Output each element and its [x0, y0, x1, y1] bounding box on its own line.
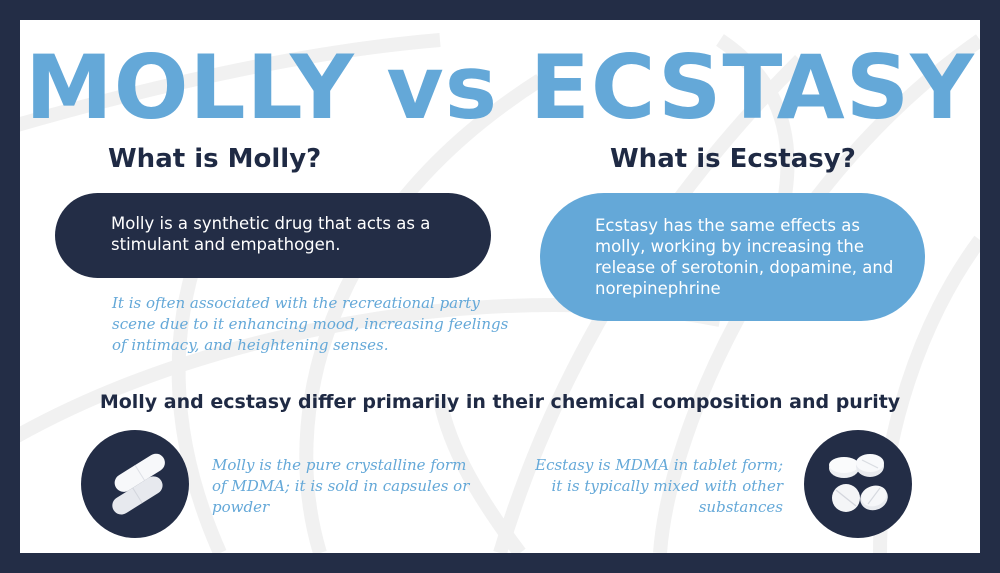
molly-definition-text: Molly is a synthetic drug that acts as a…	[111, 214, 431, 254]
ecstasy-definition-pill: Ecstasy has the same effects as molly, w…	[540, 193, 925, 321]
comparison-heading: Molly and ecstasy differ primarily in th…	[99, 391, 901, 413]
molly-definition-pill: Molly is a synthetic drug that acts as a…	[55, 193, 491, 278]
capsules-image-circle	[81, 430, 189, 538]
page-title: MOLLY vs ECSTASY	[25, 36, 975, 139]
ecstasy-heading: What is Ecstasy?	[610, 144, 856, 174]
ecstasy-definition-text: Ecstasy has the same effects as molly, w…	[595, 216, 894, 298]
molly-form-note: Molly is the pure crystalline form of MD…	[212, 456, 470, 516]
molly-association-note: It is often associated with the recreati…	[112, 294, 509, 354]
infographic-panel: MOLLY vs ECSTASY What is Molly? What is …	[20, 20, 980, 553]
tablets-image-circle	[804, 430, 912, 538]
capsules-icon	[112, 453, 165, 515]
ecstasy-form-note: Ecstasy is MDMA in tablet form; it is ty…	[535, 456, 783, 516]
tablets-icon	[829, 454, 888, 512]
molly-heading: What is Molly?	[108, 144, 322, 174]
